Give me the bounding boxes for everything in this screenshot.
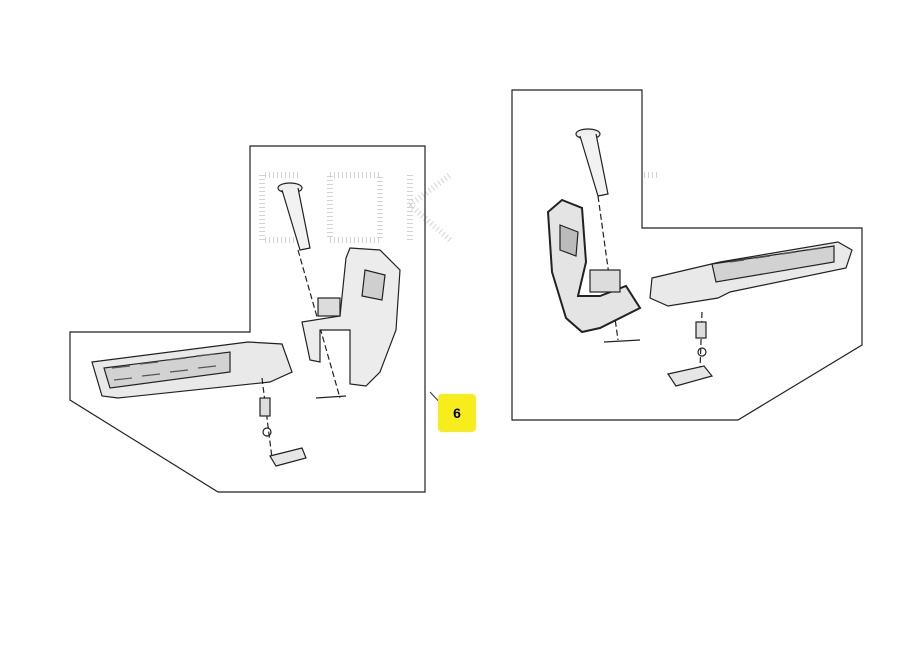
detent-ball-right <box>697 347 707 357</box>
pivot-pin <box>277 182 311 251</box>
left-panel-outline <box>69 145 426 493</box>
return-spring <box>259 397 271 417</box>
washer <box>315 395 347 399</box>
footpeg-right <box>649 241 853 307</box>
detent-ball <box>262 427 272 437</box>
callout-label-6[interactable]: 6 <box>438 394 476 432</box>
spring-plate-right <box>667 365 714 387</box>
washer-right <box>603 339 641 343</box>
pivot-pin-right <box>575 128 609 197</box>
footpeg-bracket <box>301 247 401 387</box>
return-spring-right <box>695 321 707 339</box>
footpeg <box>91 341 293 399</box>
spring-plate <box>269 447 307 467</box>
spring-axis-line <box>261 377 273 459</box>
footpeg-bracket-right <box>546 198 642 334</box>
right-footpeg-assembly <box>511 89 863 421</box>
